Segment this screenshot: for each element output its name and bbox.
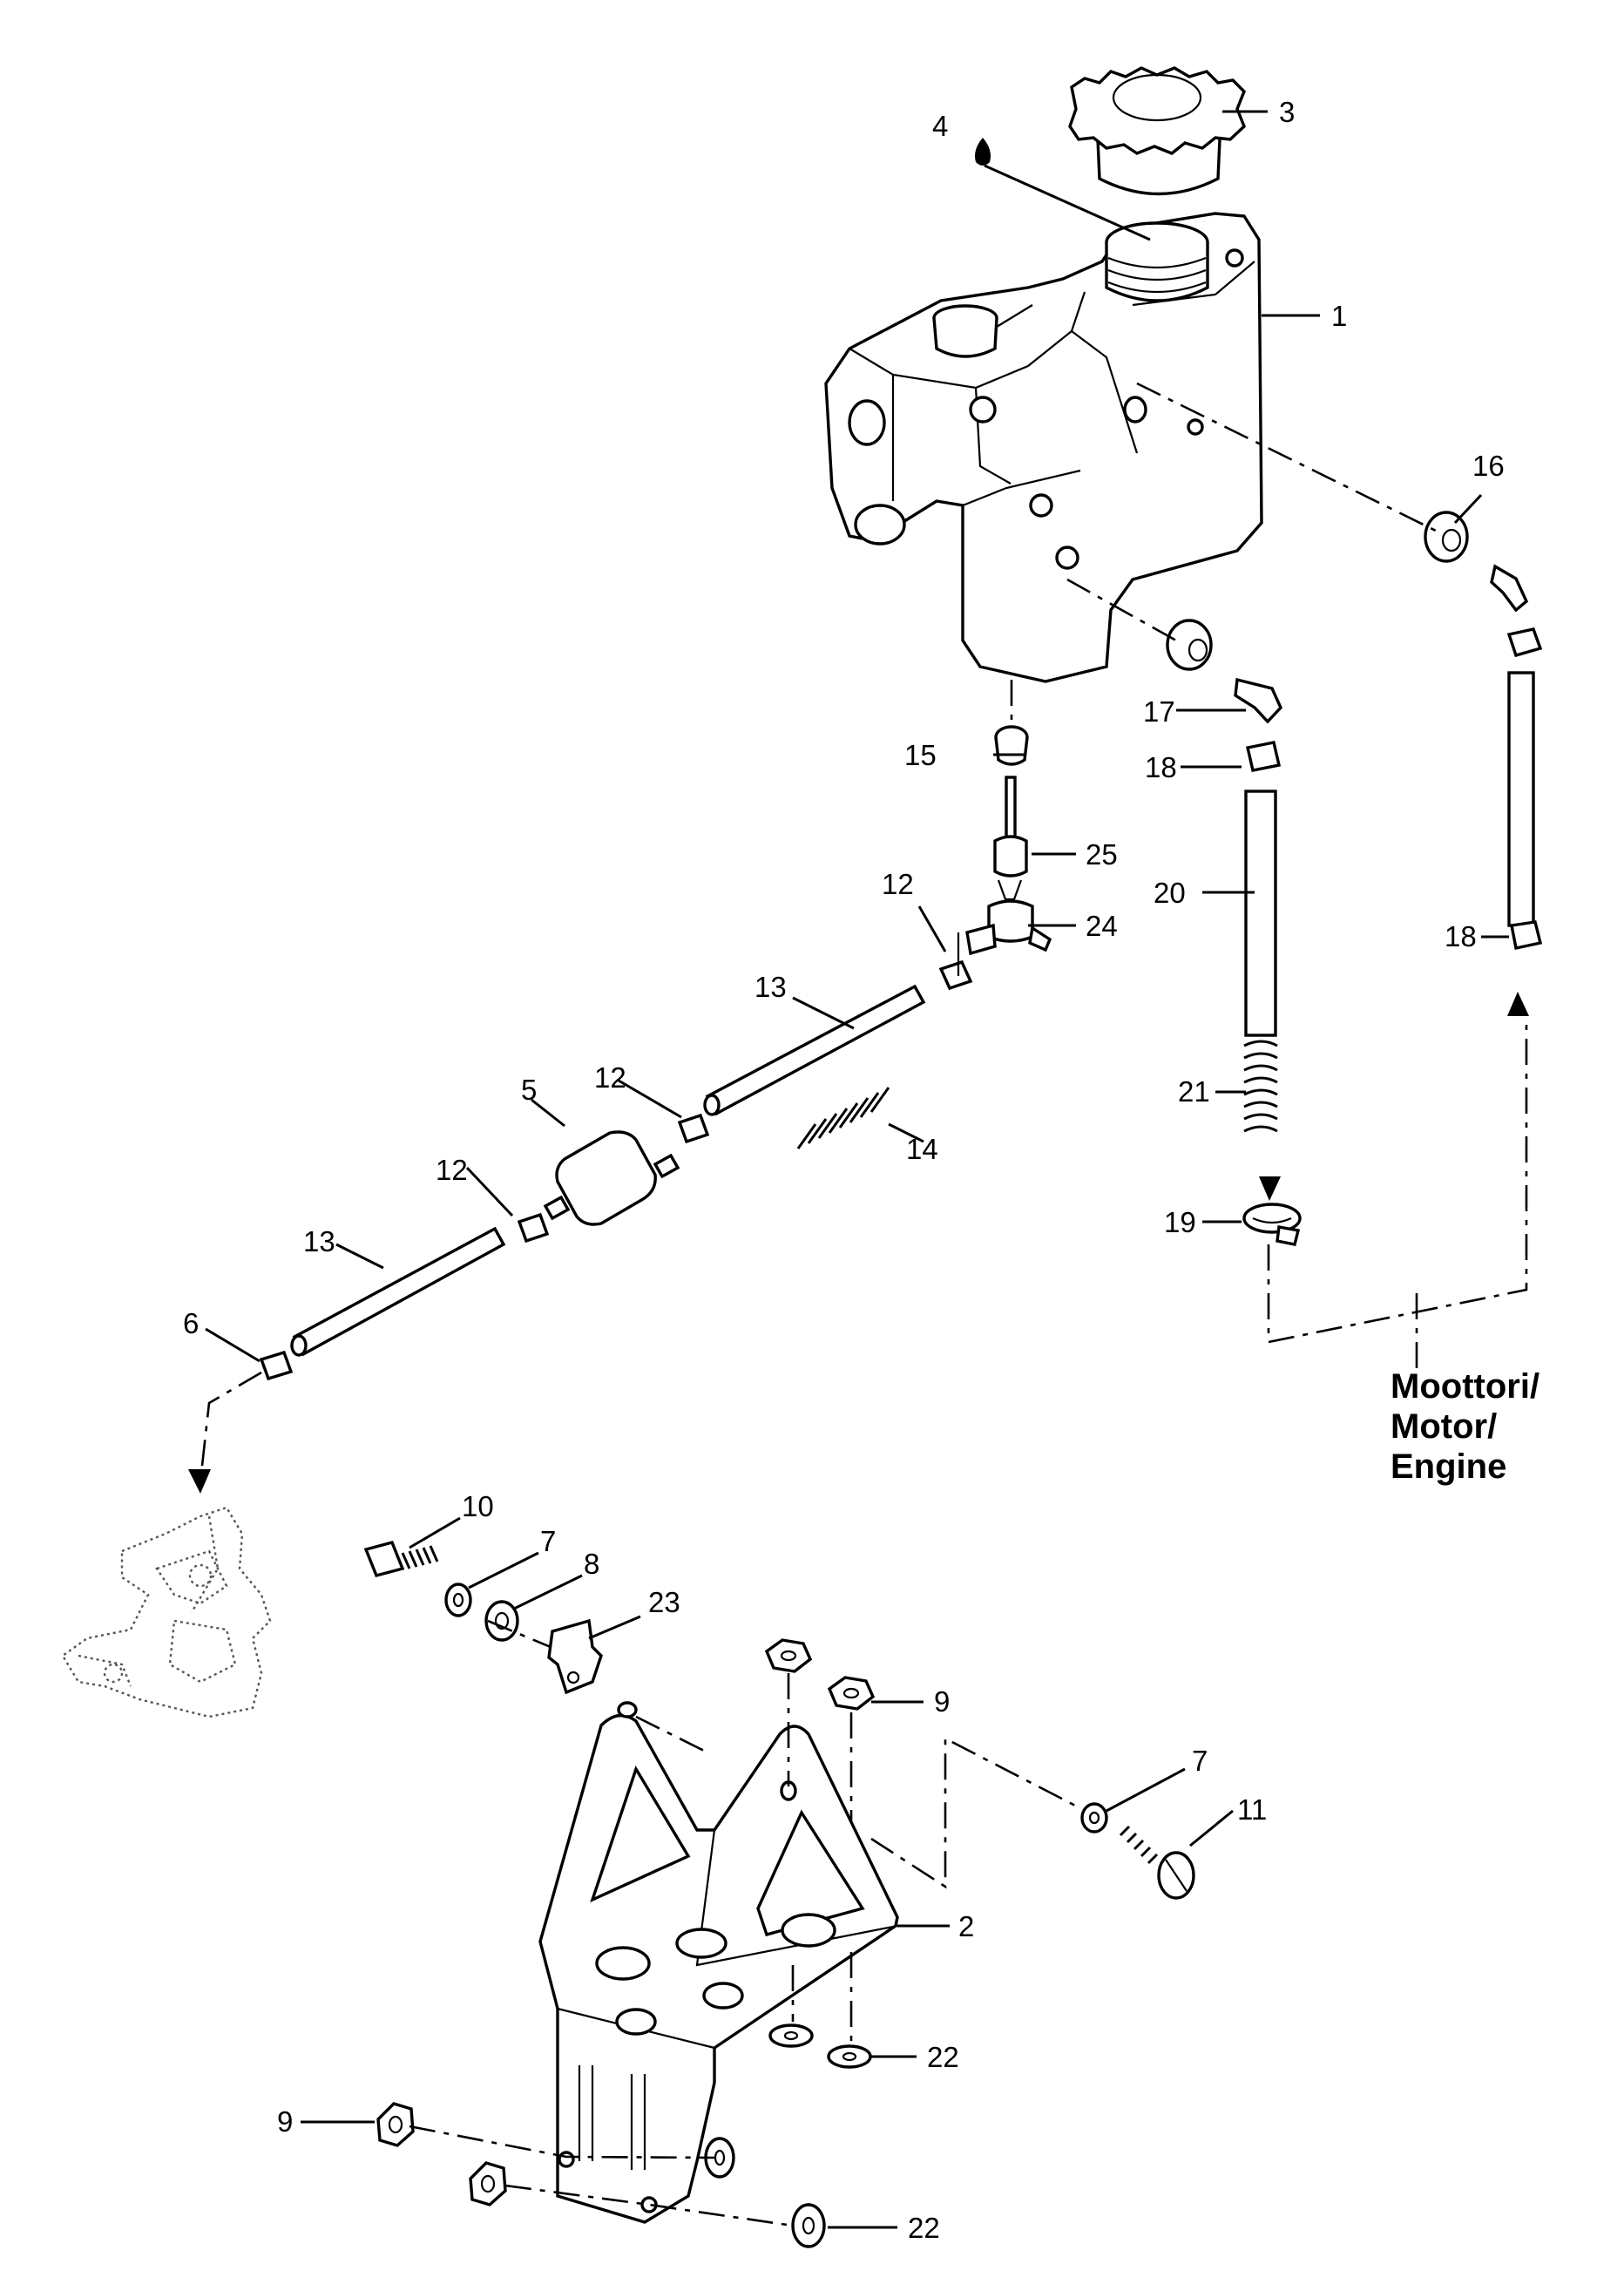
callout-1: 1 [1331, 300, 1347, 332]
callout-12: 12 [436, 1154, 468, 1186]
engine-label-line3: Engine [1391, 1447, 1507, 1486]
callout-18: 18 [1445, 920, 1477, 952]
callout-12: 12 [594, 1061, 626, 1094]
callout-15: 15 [904, 739, 937, 771]
engine-label-line2: Motor/ [1391, 1407, 1498, 1446]
callout-19: 19 [1164, 1206, 1196, 1238]
leader-lines [205, 110, 1509, 2229]
engine-label-line1: Moottori/ [1391, 1367, 1540, 1406]
callout-7: 7 [1192, 1745, 1208, 1777]
callout-numbers: 1 2 3 4 5 6 7 7 8 9 9 10 11 12 12 12 13 … [183, 96, 1505, 2244]
engine-label: Moottori/ Motor/ Engine [1391, 1366, 1617, 1487]
callout-22: 22 [927, 2041, 959, 2073]
callout-13: 13 [303, 1225, 335, 1257]
callout-6: 6 [183, 1307, 199, 1339]
callout-16: 16 [1472, 450, 1505, 482]
callout-23: 23 [648, 1586, 680, 1618]
carburettor-outline [61, 1506, 272, 1718]
callout-20: 20 [1154, 877, 1186, 909]
fuel-cap [1068, 66, 1247, 196]
vent-hose-assembly [1166, 511, 1543, 1246]
callout-10: 10 [462, 1490, 494, 1522]
bracket-hardware [363, 1540, 1195, 2248]
callout-5: 5 [521, 1074, 537, 1106]
mounting-bracket [538, 1701, 899, 2224]
callout-22: 22 [908, 2212, 940, 2244]
callout-8: 8 [584, 1548, 599, 1580]
callout-13: 13 [754, 971, 787, 1003]
callout-11: 11 [1237, 1793, 1267, 1826]
callout-18: 18 [1145, 751, 1177, 783]
fuel-tank [824, 212, 1263, 683]
callout-2: 2 [958, 1910, 974, 1942]
callout-24: 24 [1086, 910, 1118, 942]
callout-17: 17 [1143, 695, 1175, 728]
callout-25: 25 [1086, 838, 1118, 871]
callout-12: 12 [882, 868, 914, 900]
assembly-centerlines [200, 382, 1528, 2227]
callout-9: 9 [934, 1685, 950, 1718]
callout-3: 3 [1279, 96, 1295, 128]
callout-4: 4 [932, 110, 948, 142]
callout-7: 7 [540, 1525, 556, 1557]
callout-14: 14 [906, 1133, 938, 1165]
fuel-line-assembly [188, 725, 1052, 1494]
callout-21: 21 [1178, 1075, 1210, 1108]
callout-9: 9 [277, 2105, 293, 2138]
